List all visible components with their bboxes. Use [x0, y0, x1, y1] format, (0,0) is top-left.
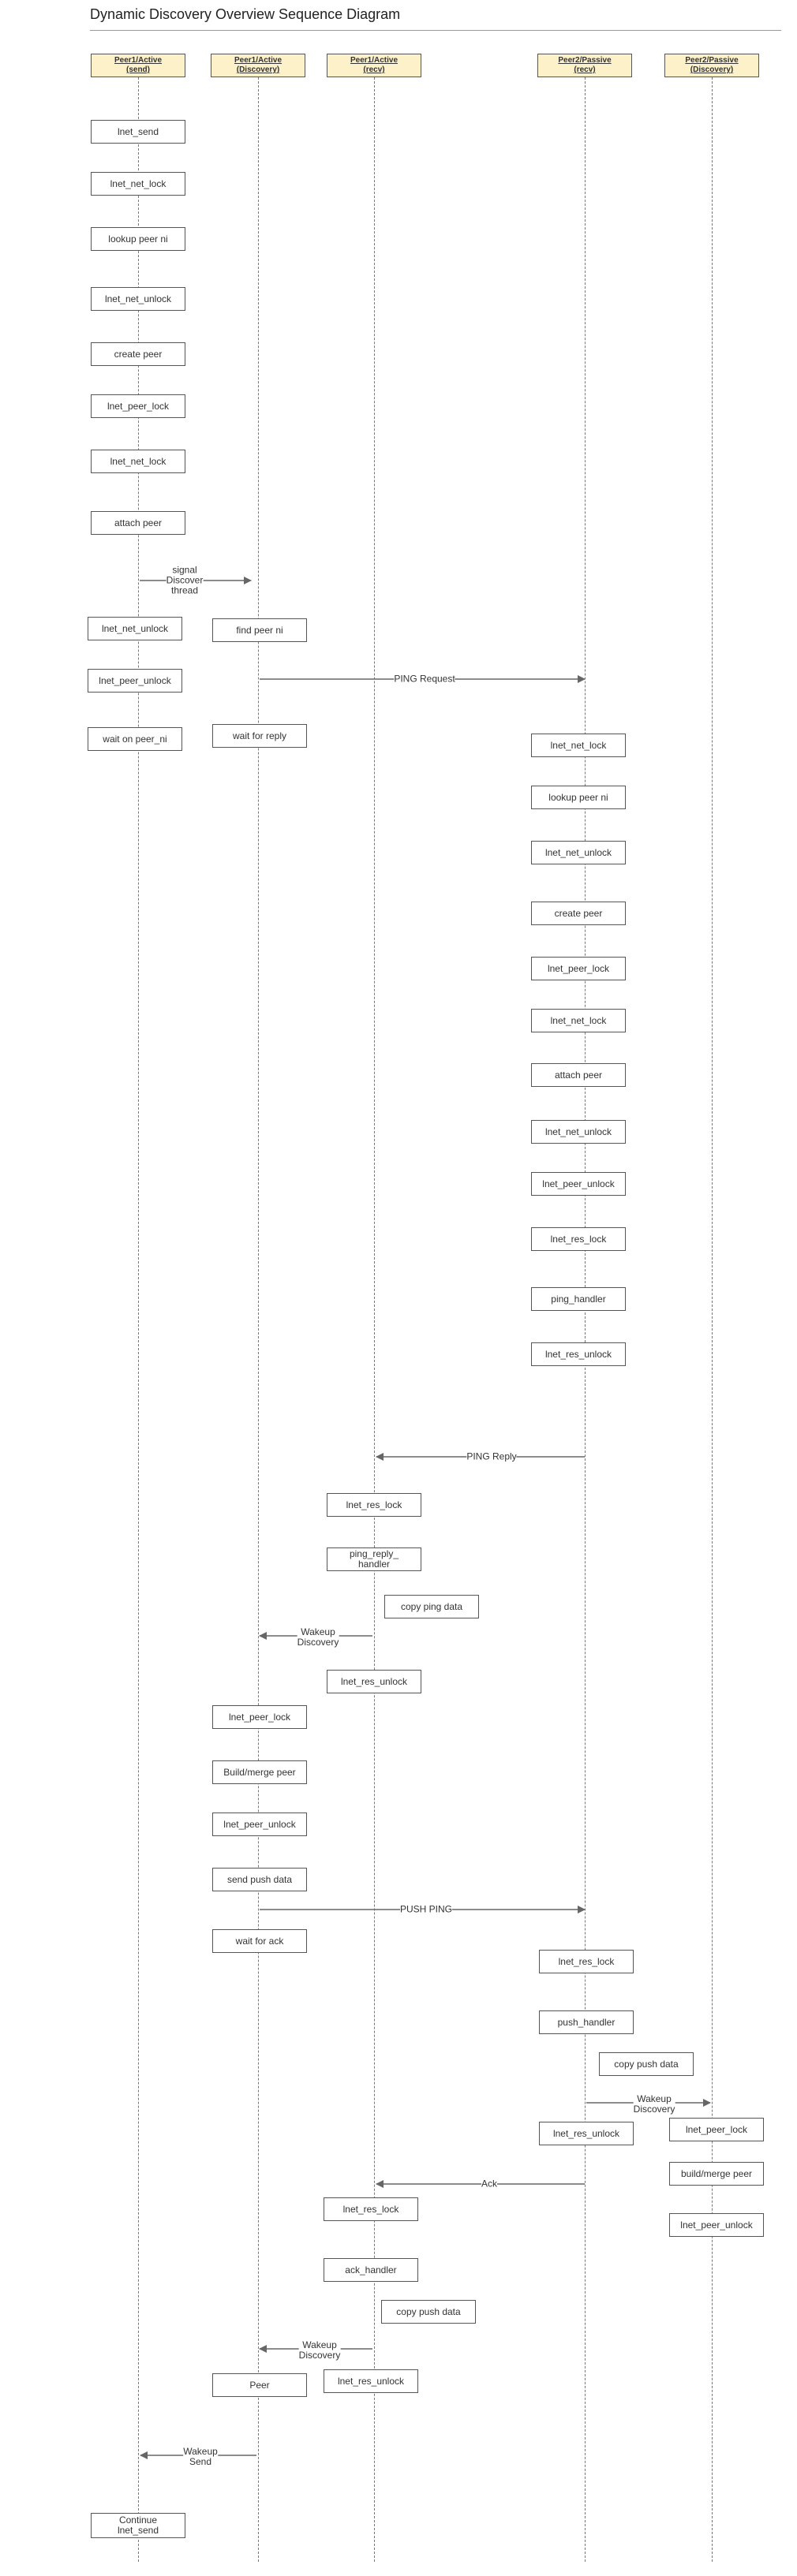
lifeline-peer1-recv — [374, 77, 375, 2562]
message-label: PING Request — [394, 673, 455, 685]
message-label: PUSH PING — [399, 1903, 453, 1915]
activity-box: lnet_peer_lock — [212, 1705, 307, 1729]
activity-box: lnet_net_unlock — [531, 841, 626, 864]
participant-peer2-recv: Peer2/Passive (recv) — [537, 54, 632, 77]
activity-box: lookup peer ni — [91, 227, 185, 251]
activity-box: lookup peer ni — [531, 786, 626, 809]
lifeline-peer2-discovery — [712, 77, 713, 2562]
title-divider — [90, 30, 781, 31]
activity-box: lnet_res_unlock — [531, 1342, 626, 1366]
participant-peer1-discovery: Peer1/Active (Discovery) — [211, 54, 305, 77]
activity-box: lnet_peer_lock — [91, 394, 185, 418]
participant-peer2-discovery: Peer2/Passive (Discovery) — [664, 54, 759, 77]
activity-box: create peer — [91, 342, 185, 366]
activity-box: wait for reply — [212, 724, 307, 748]
activity-box: lnet_send — [91, 120, 185, 144]
activity-box: create peer — [531, 902, 626, 925]
lifeline-peer1-send — [138, 77, 139, 2562]
activity-box: lnet_peer_lock — [669, 2118, 764, 2141]
activity-box: Peer — [212, 2373, 307, 2397]
message-label: Wakeup Discovery — [633, 2093, 675, 2115]
message-label: Ack — [481, 2178, 498, 2190]
activity-box: lnet_peer_unlock — [212, 1813, 307, 1836]
message-label: PING Reply — [466, 1450, 517, 1462]
activity-box: lnet_net_lock — [531, 734, 626, 757]
activity-box: push_handler — [539, 2010, 634, 2034]
message-label: Wakeup Discovery — [298, 2339, 341, 2361]
activity-box: lnet_peer_unlock — [88, 669, 182, 693]
activity-box: wait on peer_ni — [88, 727, 182, 751]
activity-box: lnet_net_lock — [91, 172, 185, 196]
message-label: Wakeup Send — [183, 2446, 218, 2467]
activity-box: send push data — [212, 1868, 307, 1891]
activity-box: ping_handler — [531, 1287, 626, 1311]
activity-box: copy push data — [381, 2300, 476, 2324]
activity-box: lnet_peer_unlock — [669, 2213, 764, 2237]
activity-box: lnet_res_lock — [539, 1950, 634, 1973]
activity-box: lnet_res_lock — [327, 1493, 421, 1517]
activity-box: lnet_res_unlock — [327, 1670, 421, 1693]
activity-box: build/merge peer — [669, 2162, 764, 2186]
message-label: Wakeup Discovery — [297, 1626, 339, 1648]
activity-box: Build/merge peer — [212, 1760, 307, 1784]
activity-box: lnet_peer_unlock — [531, 1172, 626, 1196]
activity-box: ping_reply_ handler — [327, 1547, 421, 1571]
activity-box: copy push data — [599, 2052, 694, 2076]
activity-box: lnet_peer_lock — [531, 957, 626, 980]
activity-box: ack_handler — [324, 2258, 418, 2282]
activity-box: copy ping data — [384, 1595, 479, 1618]
activity-box: attach peer — [91, 511, 185, 535]
participant-peer1-recv: Peer1/Active (recv) — [327, 54, 421, 77]
activity-box: lnet_net_unlock — [91, 287, 185, 311]
activity-box: lnet_res_lock — [324, 2197, 418, 2221]
message-label: signal Discover thread — [166, 564, 204, 596]
activity-box: wait for ack — [212, 1929, 307, 1953]
activity-box: lnet_net_unlock — [531, 1120, 626, 1144]
activity-box: lnet_res_unlock — [539, 2122, 634, 2145]
activity-box: Continue lnet_send — [91, 2513, 185, 2538]
activity-box: lnet_net_lock — [91, 450, 185, 473]
activity-box: lnet_net_unlock — [88, 617, 182, 640]
lifeline-peer1-discovery — [258, 77, 259, 2562]
participant-peer1-send: Peer1/Active (send) — [91, 54, 185, 77]
activity-box: lnet_net_lock — [531, 1009, 626, 1032]
activity-box: lnet_res_unlock — [324, 2369, 418, 2393]
activity-box: lnet_res_lock — [531, 1227, 626, 1251]
lifeline-peer2-recv — [585, 77, 586, 2562]
activity-box: attach peer — [531, 1063, 626, 1087]
diagram-title: Dynamic Discovery Overview Sequence Diag… — [90, 6, 401, 22]
activity-box: find peer ni — [212, 618, 307, 642]
